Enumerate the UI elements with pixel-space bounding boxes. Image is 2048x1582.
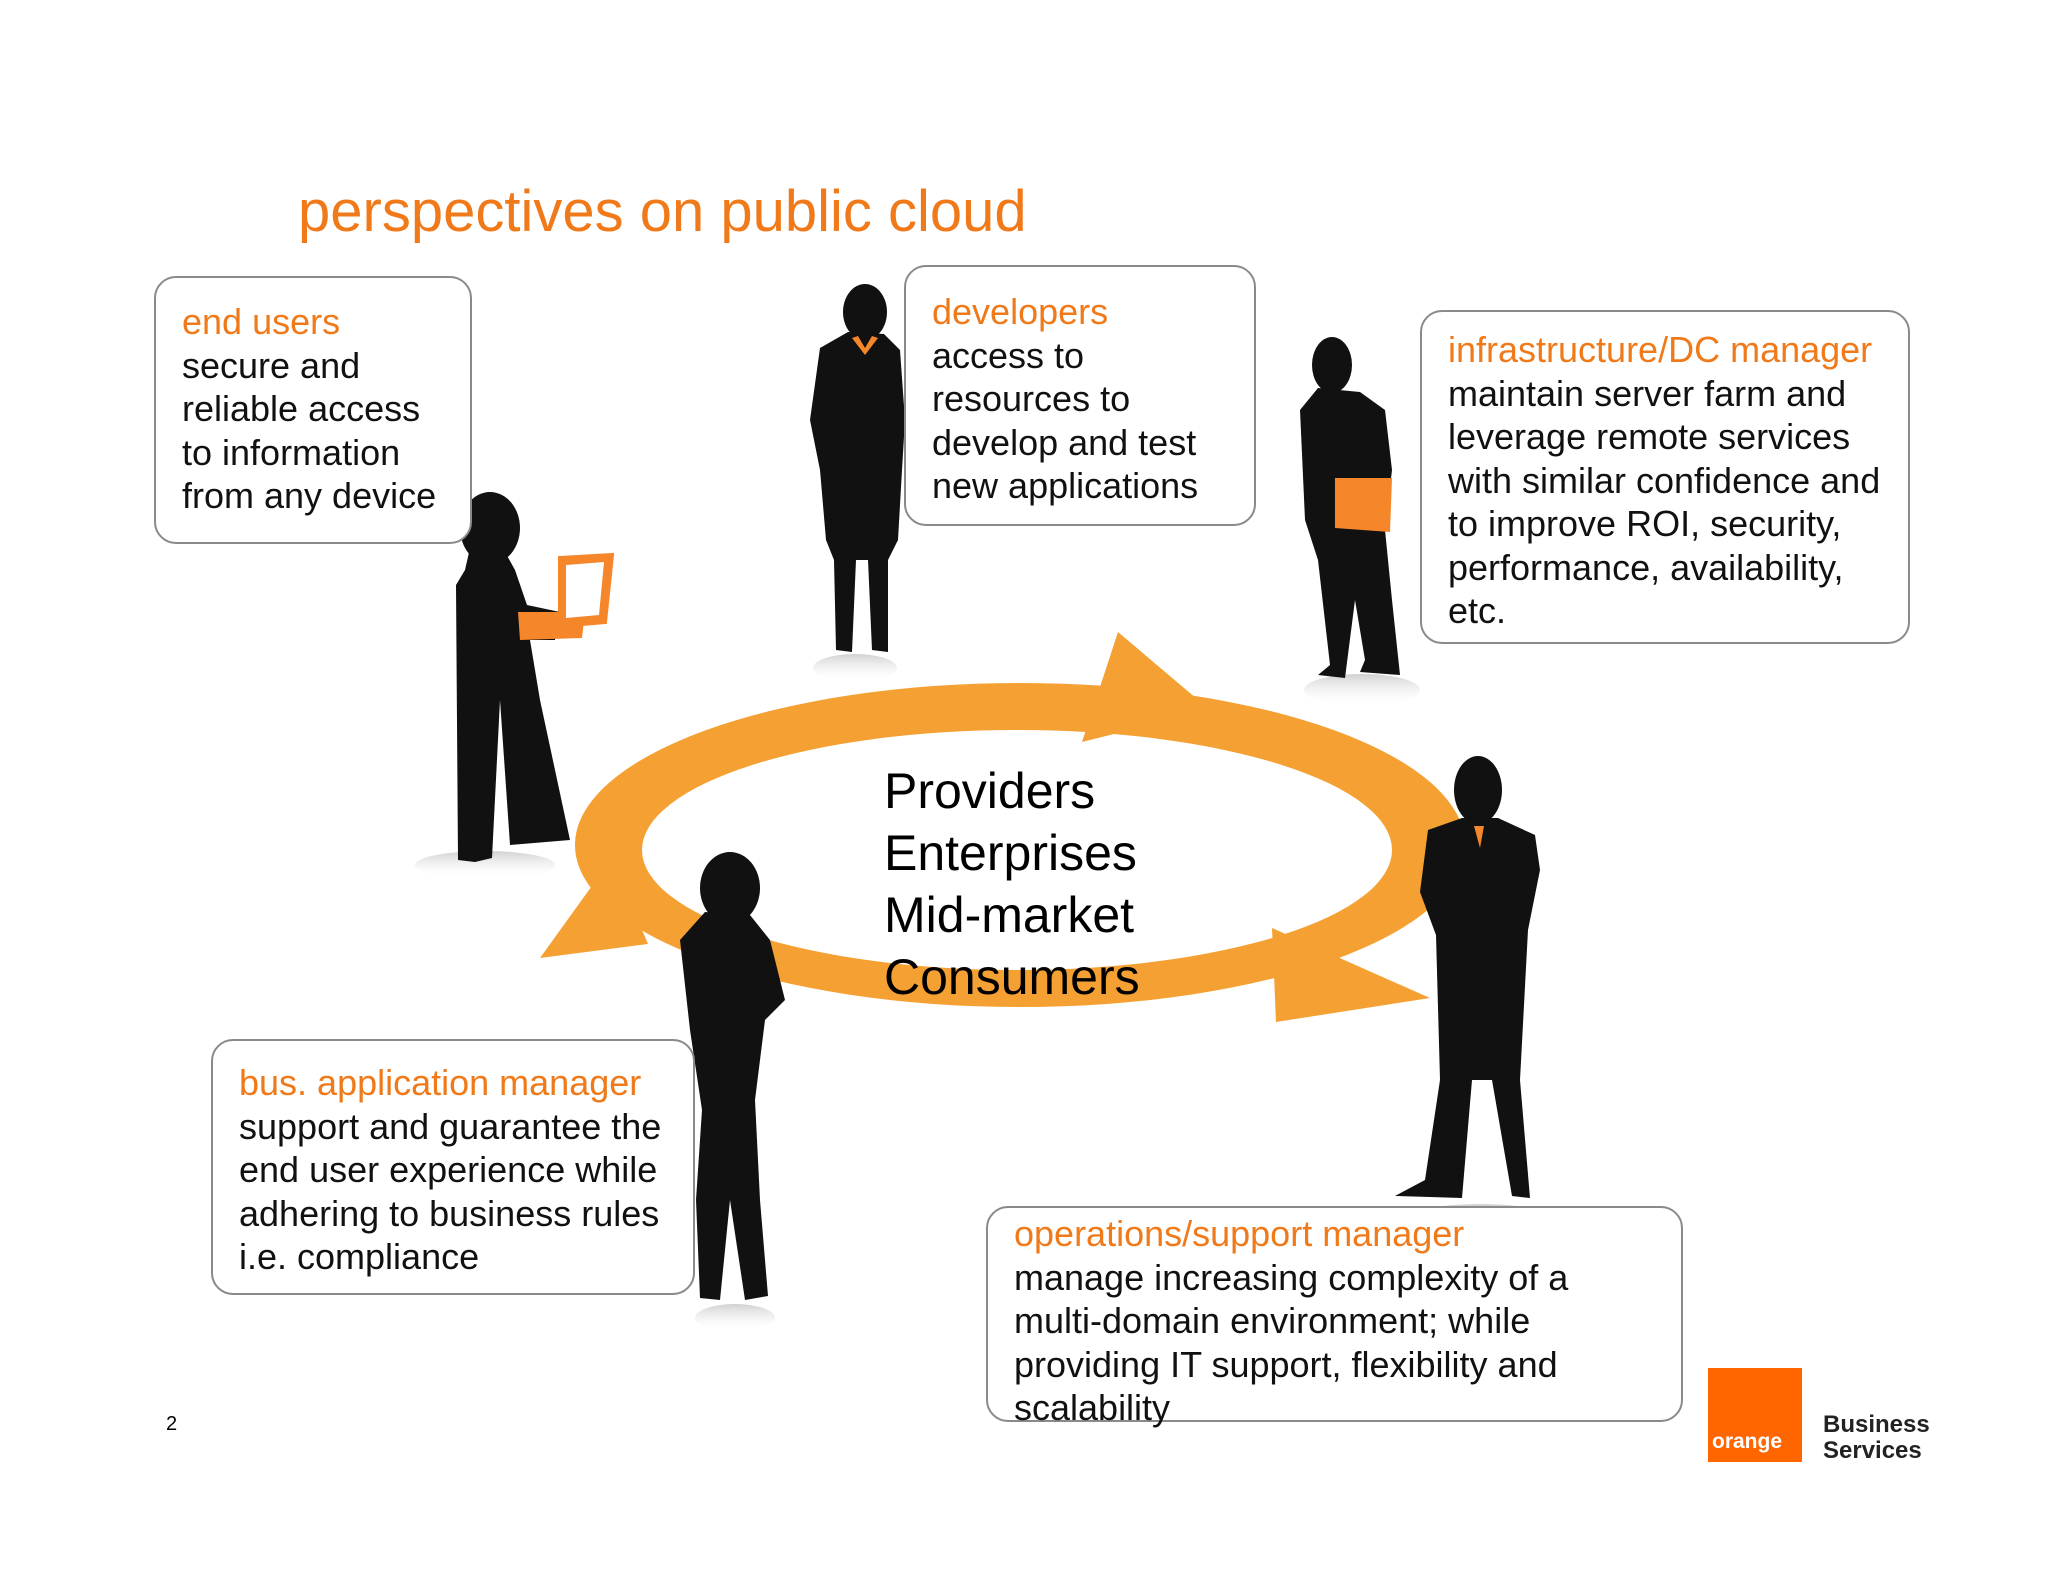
woman-laptop-silhouette — [415, 492, 615, 879]
page-title: perspectives on public cloud — [298, 179, 1027, 244]
bus-app-heading: bus. application manager — [239, 1062, 642, 1103]
developers-heading: developers — [932, 291, 1109, 332]
infrastructure-manager-box: infrastructure/DC manager maintain serve… — [1420, 310, 1910, 644]
orange-logo: orange — [1708, 1368, 1802, 1462]
center-label-providers: Providers — [884, 763, 1096, 819]
bus-app-manager-box: bus. application manager support and gua… — [211, 1039, 695, 1295]
business-services-label: Business Services — [1823, 1412, 1930, 1464]
cycle-arrow-ring — [540, 632, 1465, 1022]
arrowhead-top — [1082, 632, 1210, 742]
woman-standing-silhouette — [810, 284, 905, 682]
developers-text: access to resources to develop and test … — [932, 334, 1199, 507]
end-users-text: secure and reliable access to informatio… — [182, 344, 437, 517]
arrowhead-left — [540, 858, 648, 958]
arrowhead-right — [1272, 928, 1430, 1022]
man-folder-silhouette — [1300, 337, 1420, 706]
center-label-enterprises: Enterprises — [884, 825, 1137, 881]
logo-line-1: Business — [1823, 1411, 1930, 1438]
page-number: 2 — [166, 1413, 178, 1435]
infrastructure-heading: infrastructure/DC manager — [1448, 329, 1873, 370]
center-label-consumers: Consumers — [884, 949, 1140, 1005]
center-label-midmarket: Mid-market — [884, 887, 1135, 943]
operations-manager-box: operations/support manager manage increa… — [986, 1206, 1683, 1428]
end-users-heading: end users — [182, 301, 341, 342]
bus-app-text: support and guarantee the end user exper… — [239, 1105, 662, 1278]
operations-text: manage increasing complexity of a multi-… — [1014, 1256, 1569, 1429]
operations-heading: operations/support manager — [1014, 1213, 1465, 1254]
center-label-group: Providers Enterprises Mid-market Consume… — [884, 760, 1140, 1008]
orange-logo-word: orange — [1712, 1430, 1783, 1453]
infrastructure-text: maintain server farm and leverage remote… — [1448, 372, 1881, 632]
end-users-box: end users secure and reliable access to … — [154, 276, 472, 544]
developers-box: developers access to resources to develo… — [904, 265, 1256, 526]
woman-thinking-silhouette — [680, 852, 785, 1332]
logo-line-2: Services — [1823, 1437, 1922, 1464]
